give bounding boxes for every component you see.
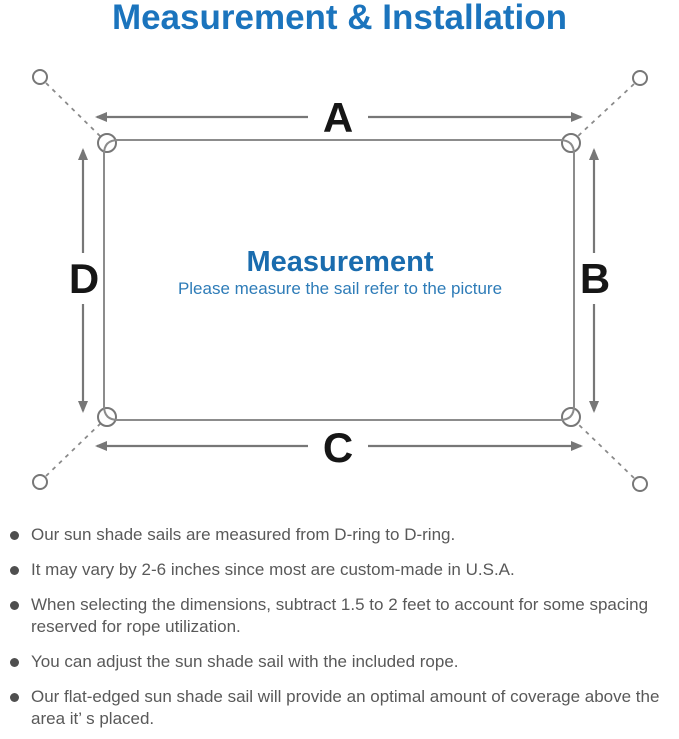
label-d: D	[69, 255, 99, 302]
anchor-ring-icon	[632, 70, 648, 86]
list-item: Our sun shade sails are measured from D-…	[8, 524, 668, 546]
rope-line-bottom-right	[576, 422, 635, 479]
rope-dashed-lines	[45, 82, 635, 479]
notes-list: Our sun shade sails are measured from D-…	[8, 524, 668, 739]
note-text: It may vary by 2-6 inches since most are…	[31, 560, 515, 579]
anchor-rings	[32, 69, 648, 492]
list-item: It may vary by 2-6 inches since most are…	[8, 559, 668, 581]
anchor-ring-icon	[32, 474, 48, 490]
rope-line-top-left	[45, 82, 102, 138]
anchor-ring-icon	[632, 476, 648, 492]
label-c: C	[323, 424, 353, 471]
side-labels: A B C D	[69, 94, 610, 471]
note-text: You can adjust the sun shade sail with t…	[31, 652, 459, 671]
bullet-icon	[10, 531, 19, 540]
list-item: You can adjust the sun shade sail with t…	[8, 651, 668, 673]
note-text: When selecting the dimensions, subtract …	[31, 595, 649, 636]
bullet-icon	[10, 601, 19, 610]
sail-rectangle	[103, 139, 575, 421]
diagram-center-title: Measurement	[247, 246, 434, 278]
label-a: A	[323, 94, 353, 141]
label-b: B	[580, 255, 610, 302]
note-text: Our sun shade sails are measured from D-…	[31, 525, 456, 544]
dimension-arrows	[78, 112, 599, 451]
bullet-icon	[10, 658, 19, 667]
rope-line-top-right	[576, 83, 635, 138]
list-item: When selecting the dimensions, subtract …	[8, 594, 668, 638]
diagram-center-subtitle: Please measure the sail refer to the pic…	[178, 279, 502, 298]
measurement-diagram: A B C D Measurement Please measure the s…	[32, 69, 648, 492]
bullet-icon	[10, 566, 19, 575]
corner-arcs	[103, 139, 575, 421]
bullet-icon	[10, 693, 19, 702]
list-item: Our flat-edged sun shade sail will provi…	[8, 686, 668, 730]
rope-line-bottom-left	[45, 422, 102, 477]
anchor-ring-icon	[32, 69, 48, 85]
page-title: Measurement & Installation	[111, 0, 568, 37]
note-text: Our flat-edged sun shade sail will provi…	[31, 687, 660, 728]
